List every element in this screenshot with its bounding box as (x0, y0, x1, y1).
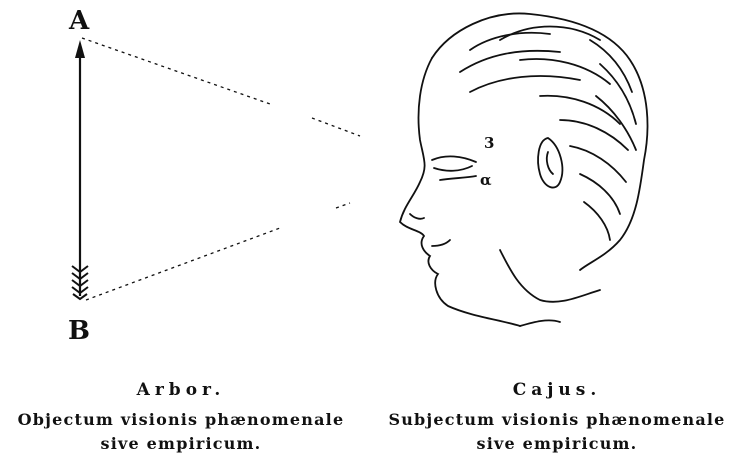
sight-line-lower-far (336, 203, 350, 208)
sight-line-upper (82, 38, 270, 104)
right-caption-title: Cajus. (378, 380, 736, 400)
point-b-label: B (68, 318, 90, 344)
left-caption-title: Arbor. (0, 380, 362, 400)
left-caption-line-1: Objectum visionis phænomenale (0, 408, 362, 432)
left-caption-line-2: sive empiricum. (0, 432, 362, 456)
point-a-label: A (69, 8, 89, 34)
sight-line-upper-far (312, 118, 360, 136)
right-caption: Cajus. Subjectum visionis phænomenale si… (378, 380, 736, 456)
eye-mark-lower: α (480, 173, 492, 188)
arrow-head (75, 40, 85, 58)
right-caption-line-1: Subjectum visionis phænomenale (378, 408, 736, 432)
head-profile (400, 13, 647, 326)
left-caption: Arbor. Objectum visionis phænomenale siv… (0, 380, 362, 456)
eye-mark-upper: 3 (484, 136, 494, 151)
right-caption-line-2: sive empiricum. (378, 432, 736, 456)
sight-line-lower (86, 228, 280, 300)
